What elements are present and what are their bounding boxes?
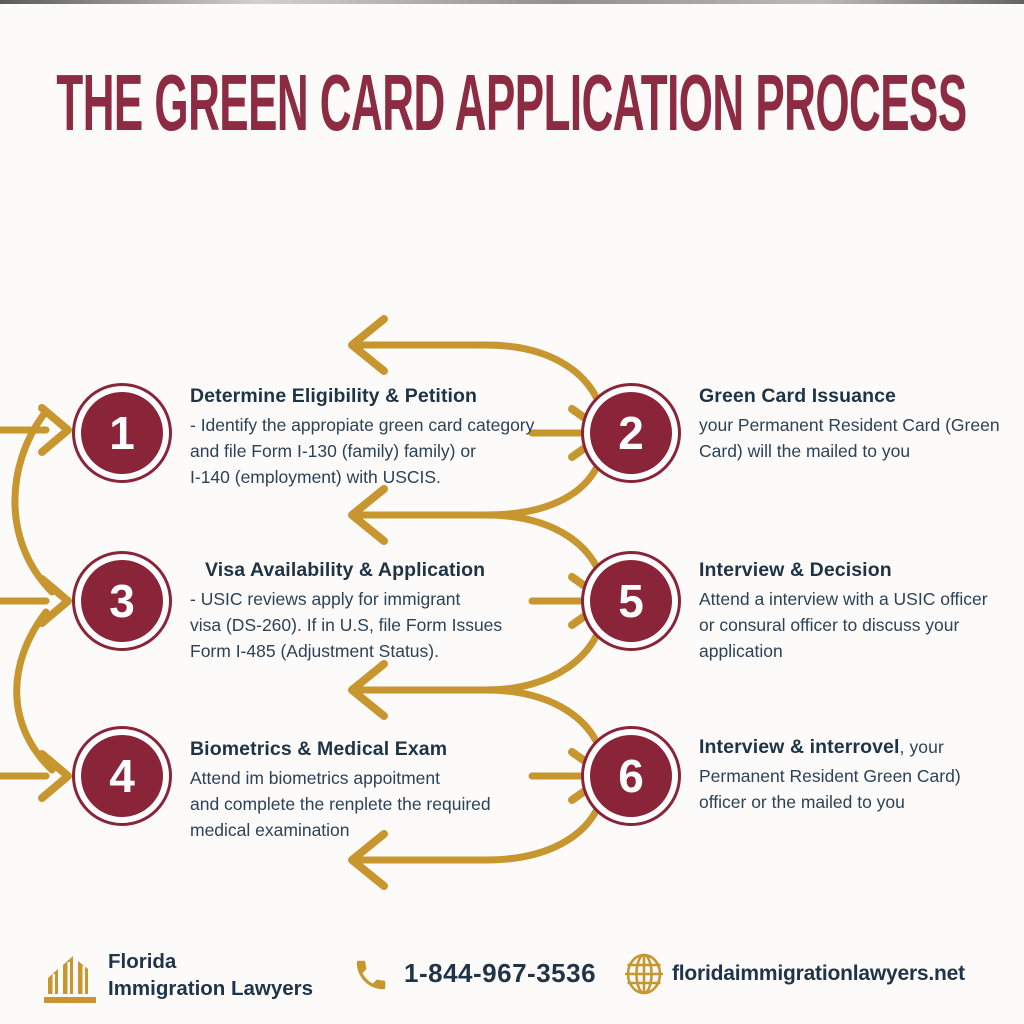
top-edge-artifact	[0, 0, 1024, 4]
step-2: Green Card Issuance your Permanent Resid…	[699, 385, 1019, 464]
step-3-body: - USIC reviews apply for immigrant visa …	[190, 589, 503, 661]
step-1-number-badge: 1	[72, 383, 172, 483]
brand-line1: Florida	[108, 950, 177, 973]
step-2-circle: 2	[590, 392, 672, 474]
step-4-number: 4	[109, 750, 135, 802]
step-5: Interview & Decision Attend a interview …	[699, 559, 1019, 664]
step-1-body: - Identify the appropiate green card cat…	[190, 415, 535, 487]
step-3-number-badge: 3	[72, 551, 172, 651]
phone-icon	[356, 960, 386, 990]
step-3: Visa Availability & Application - USIC r…	[190, 559, 550, 664]
step-5-number-badge: 5	[581, 551, 681, 651]
step-6-circle: 6	[590, 735, 672, 817]
step-6-heading: Interview & interrovel, your	[699, 736, 1024, 759]
page-title: THE GREEN CARD APPLICATION PROCESS	[56, 58, 968, 147]
website-url: floridaimmigrationlawyers.net	[672, 962, 965, 985]
step-6-heading-tail: , your	[899, 737, 944, 757]
step-2-heading: Green Card Issuance	[699, 385, 896, 407]
step-1: Determine Eligibility & Petition - Ident…	[190, 385, 550, 490]
phone-number: 1-844-967-3536	[404, 958, 597, 988]
step-6-heading-bold: Interview &	[699, 736, 810, 758]
building-logo-icon	[44, 956, 96, 1003]
step-4-heading: Biometrics & Medical Exam	[190, 738, 448, 760]
step-2-body: your Permanent Resident Card (Green Card…	[699, 415, 1000, 461]
step-4: Biometrics & Medical Exam Attend im biom…	[190, 738, 550, 843]
step-6-number: 6	[618, 750, 644, 802]
step-4-circle: 4	[81, 735, 163, 817]
step-2-number-badge: 2	[581, 383, 681, 483]
step-3-heading: Visa Availability & Application	[205, 559, 486, 581]
footer: Florida Immigration Lawyers 1-844-967-35…	[0, 936, 1024, 1024]
step-1-number: 1	[109, 407, 135, 459]
step-5-number: 5	[618, 575, 644, 627]
step-6: Interview & interrovel, your Permanent R…	[699, 736, 1024, 815]
step-5-heading: Interview & Decision	[699, 559, 892, 581]
step-6-body: Permanent Resident Green Card) officer o…	[699, 766, 961, 812]
step-4-body: Attend im biometrics appoitment and comp…	[190, 768, 491, 840]
step-6-heading-mid: interrovel	[809, 736, 900, 758]
page-title-wrap: THE GREEN CARD APPLICATION PROCESS	[0, 58, 1024, 148]
globe-icon	[625, 953, 663, 995]
brand-line2: Immigration Lawyers	[108, 977, 314, 1000]
step-3-number: 3	[109, 575, 135, 627]
step-5-circle: 5	[590, 560, 672, 642]
step-1-circle: 1	[81, 392, 163, 474]
step-4-number-badge: 4	[72, 726, 172, 826]
step-6-number-badge: 6	[581, 726, 681, 826]
brand-name: Florida Immigration Lawyers	[108, 948, 313, 1002]
step-3-circle: 3	[81, 560, 163, 642]
step-2-number: 2	[618, 407, 644, 459]
step-5-body: Attend a interview with a USIC officer o…	[699, 589, 988, 661]
step-1-heading: Determine Eligibility & Petition	[190, 385, 478, 407]
